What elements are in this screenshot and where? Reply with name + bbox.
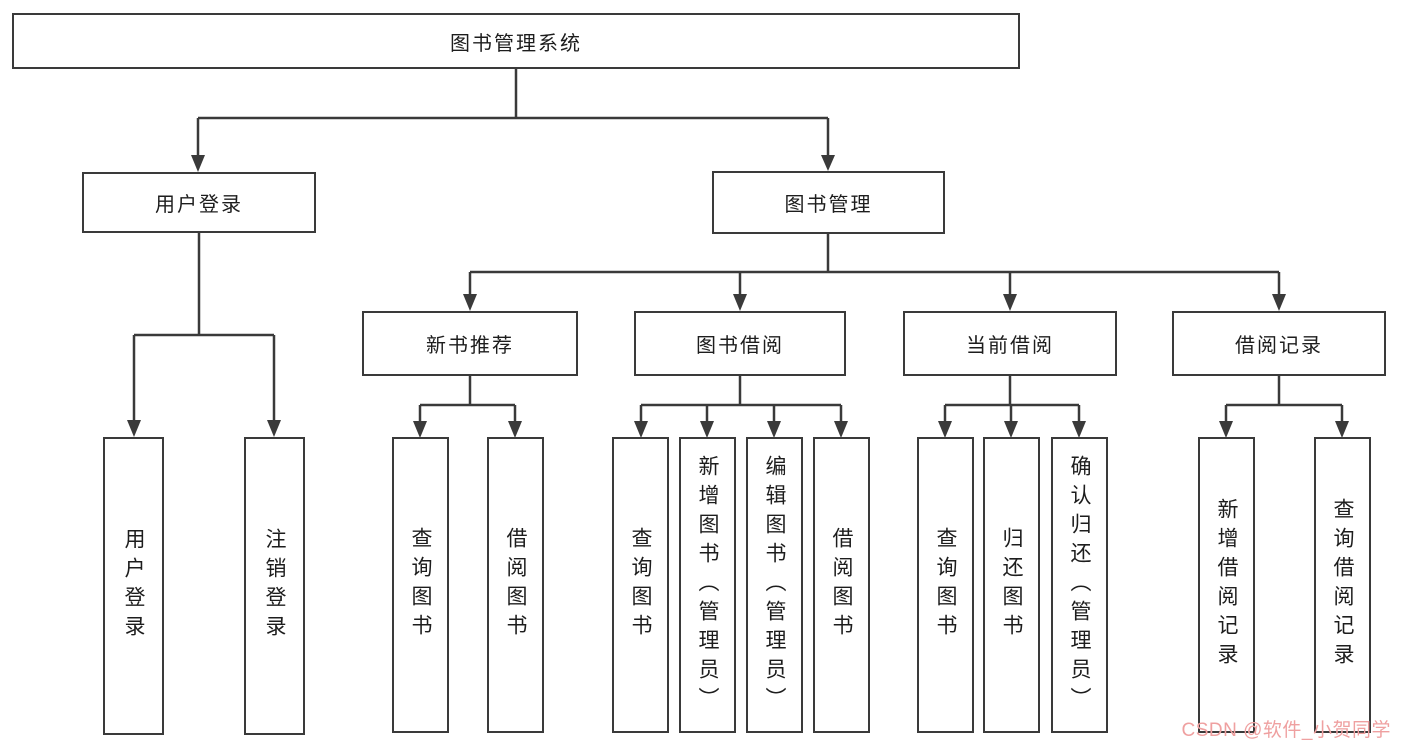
connector-new-book-children [413, 376, 522, 438]
leaf-borrow-query-books: 查询图书 [612, 437, 669, 733]
leaf-logout: 注销登录 [244, 437, 305, 735]
watermark-text: CSDN @软件_小贺同学 [1181, 720, 1391, 741]
leaf-records-add-record: 新增借阅记录 [1198, 437, 1255, 733]
leaf-records-query-record: 查询借阅记录 [1314, 437, 1371, 733]
leaf-borrow-borrow-books: 借阅图书 [813, 437, 870, 733]
connector-user-login-children [127, 233, 281, 437]
leaf-user-login: 用户登录 [103, 437, 164, 735]
connector-root-to-level2 [191, 69, 835, 172]
connector-book-management-children [463, 234, 1286, 311]
node-user-login: 用户登录 [82, 172, 316, 233]
node-borrowing-records: 借阅记录 [1172, 311, 1386, 376]
leaf-current-confirm-return-admin: 确认归还（管理员） [1051, 437, 1108, 733]
leaf-current-return-books: 归还图书 [983, 437, 1040, 733]
node-book-management: 图书管理 [712, 171, 945, 234]
leaf-current-query-books: 查询图书 [917, 437, 974, 733]
connector-book-borrow-children [634, 376, 848, 438]
leaf-new-book-query-books: 查询图书 [392, 437, 449, 733]
node-new-book-recommendation: 新书推荐 [362, 311, 578, 376]
leaf-borrow-add-books-admin: 新增图书（管理员） [679, 437, 736, 733]
connector-records-children [1219, 376, 1349, 438]
connector-current-borrow-children [938, 376, 1086, 438]
node-current-borrowing: 当前借阅 [903, 311, 1117, 376]
node-library-management-system: 图书管理系统 [12, 13, 1020, 69]
leaf-borrow-edit-books-admin: 编辑图书（管理员） [746, 437, 803, 733]
node-book-borrowing: 图书借阅 [634, 311, 846, 376]
leaf-new-book-borrow-books: 借阅图书 [487, 437, 544, 733]
